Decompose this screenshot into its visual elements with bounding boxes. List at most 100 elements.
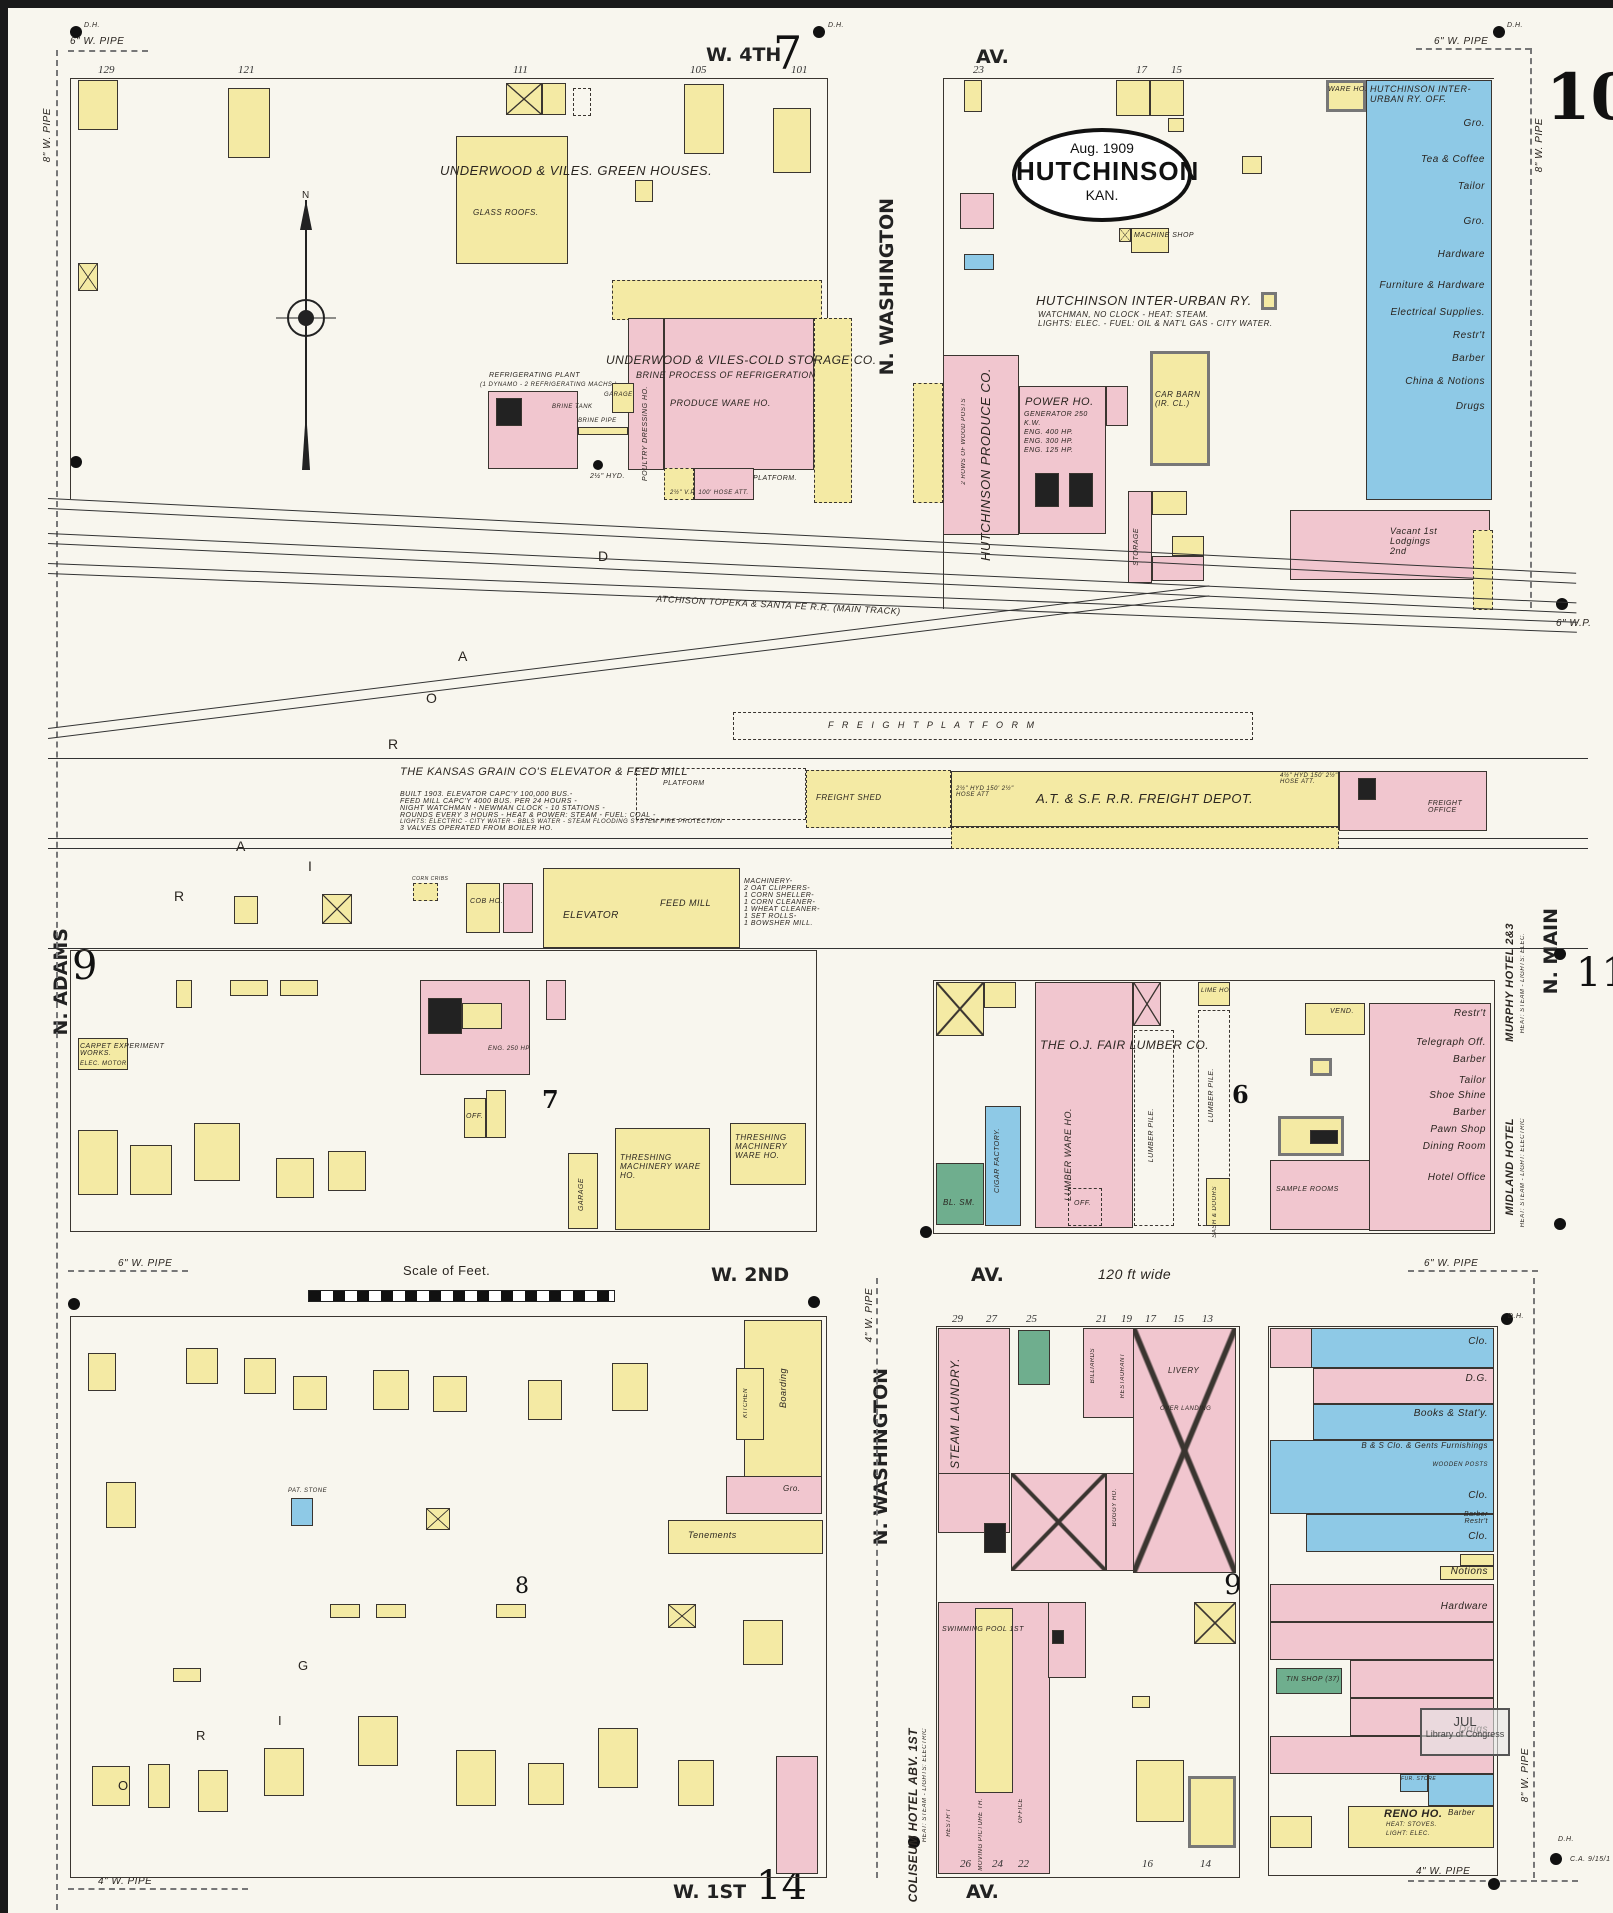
- label-blacksmith: BL. SM.: [943, 1198, 975, 1207]
- dwelling: [960, 193, 994, 229]
- railroad-letter: D: [598, 548, 609, 564]
- stove-icon: [1052, 1630, 1064, 1644]
- note-line: ROUNDS EVERY 3 HOURS - HEAT & POWER: STE…: [400, 812, 656, 819]
- scale-bar: [308, 1290, 615, 1302]
- shop-label: Tea & Coffee: [1420, 154, 1485, 165]
- clothing-store: [1270, 1584, 1494, 1622]
- railroad-letter: R: [388, 736, 399, 752]
- building: [330, 1604, 360, 1618]
- label-kansas-grain: THE KANSAS GRAIN CO'S ELEVATOR & FEED MI…: [400, 766, 688, 778]
- shop-label: Gro.: [1463, 216, 1485, 227]
- building: [1018, 1330, 1050, 1385]
- fur-store: [1400, 1774, 1428, 1792]
- shop-label: China & Notions: [1405, 376, 1485, 387]
- label-reno-hotel: RENO HO.: [1384, 1808, 1443, 1820]
- label-garage: GARAGE: [604, 392, 633, 398]
- title-date: Aug. 1909: [1070, 140, 1134, 156]
- label-grocery: Gro.: [783, 1484, 801, 1493]
- label-scale: Scale of Feet.: [403, 1263, 491, 1278]
- building: [964, 80, 982, 112]
- machinery-item: 1 CORN SHELLER-: [744, 892, 815, 899]
- block-number-9-right: 9: [1224, 1568, 1242, 1601]
- sheet-number: 10: [1546, 60, 1613, 135]
- label-platform: PLATFORM.: [753, 475, 798, 482]
- railroad-letter: O: [426, 690, 438, 706]
- label-reno-note2: LIGHT: ELEC.: [1386, 1831, 1430, 1837]
- dwelling: [456, 1750, 496, 1806]
- machinery-item: 1 SET ROLLS-: [744, 913, 797, 920]
- railroad-letter: A: [236, 838, 246, 854]
- label-brine-process: BRINE PROCESS OF REFRIGERATION: [636, 370, 816, 380]
- building-crossed: [668, 1604, 696, 1628]
- shop-label: Restr't: [1453, 1008, 1486, 1019]
- label-tenements: Tenements: [688, 1530, 737, 1540]
- hydrant-icon: [70, 26, 82, 38]
- shop-label: WOODEN POSTS: [1432, 1462, 1488, 1468]
- dwelling: [598, 1728, 638, 1788]
- railroad-letter: A: [458, 648, 468, 664]
- scales: [573, 88, 591, 116]
- label-buggy-house: BUGGY HO.: [1112, 1488, 1118, 1527]
- shop-label: Telegraph Off.: [1415, 1037, 1486, 1048]
- cold-storage-building: [664, 318, 814, 470]
- label-cigar-factory: CIGAR FACTORY.: [994, 1128, 1001, 1193]
- dwelling: [1136, 1760, 1184, 1822]
- shop-label: Tailor: [1457, 181, 1485, 192]
- label-fur-store: FUR. STORE: [1401, 1776, 1437, 1782]
- label-interurban-note1: WATCHMAN, NO CLOCK - HEAT: STEAM.: [1038, 310, 1209, 319]
- label-moving-pictures: MOVING PICTURE TH.: [978, 1798, 984, 1871]
- boiler-icon: [984, 1523, 1006, 1553]
- dwelling: [78, 80, 118, 130]
- building: [230, 980, 268, 996]
- lumber-pile: [1134, 1030, 1174, 1226]
- shop-list-upper: Gro. Tea & Coffee Tailor Gro. Hardware F…: [1373, 118, 1485, 412]
- elevator-building: [543, 868, 740, 948]
- building: [462, 1003, 502, 1029]
- dwelling: [106, 1482, 136, 1528]
- street-av-top: AV.: [976, 46, 1009, 68]
- label-restr: RESTR'T: [946, 1808, 952, 1837]
- label-platform: PLATFORM: [663, 780, 705, 787]
- dwelling: [773, 108, 811, 173]
- threshing-warehouse-2: [730, 1123, 806, 1185]
- building: [503, 883, 533, 933]
- label-main-track: ATCHISON TOPEKA & SANTA FE R.R. (MAIN TR…: [655, 593, 901, 617]
- dwelling: [612, 1363, 648, 1411]
- label-freight-platform: F R E I G H T P L A T F O R M: [828, 720, 1038, 730]
- dwelling: [130, 1145, 172, 1195]
- label-livery: LIVERY: [1168, 1366, 1200, 1375]
- hydrant-icon: [1554, 1218, 1566, 1230]
- label-cob-house: COB HO.: [470, 898, 504, 905]
- hotel-row: [1369, 1003, 1491, 1231]
- water-pipe-left-vertical: [56, 50, 58, 1910]
- stove-icon: [1358, 778, 1376, 800]
- label-cold-storage: UNDERWOOD & VILES-COLD STORAGE CO.: [606, 353, 877, 367]
- label-lumber-pile-2: LUMBER PILE.: [1208, 1068, 1215, 1123]
- dwelling: [244, 1358, 276, 1394]
- label-brine-tank: BRINE TANK: [552, 404, 593, 410]
- dwelling: [228, 88, 270, 158]
- label-ware-ho: WARE HO. (IR. CL.): [1328, 86, 1401, 93]
- label-threshing-1: THRESHING MACHINERY WARE HO.: [620, 1153, 701, 1180]
- building: [1168, 118, 1184, 132]
- label-elevator: ELEVATOR: [563, 910, 619, 921]
- kansas-grain-notes: BUILT 1903. ELEVATOR CAPC'Y 100,000 BUS.…: [400, 791, 722, 832]
- office: [464, 1098, 486, 1138]
- block-number-7: 7: [542, 1085, 559, 1114]
- label-lumber-co: THE O.J. FAIR LUMBER CO.: [1040, 1038, 1210, 1052]
- drug-store: [1428, 1774, 1494, 1806]
- label-midland-note: HEAT: STEAM - LIGHT: ELECTRIC: [1520, 1118, 1526, 1228]
- building: [546, 980, 566, 1020]
- dwelling: [186, 1348, 218, 1384]
- water-pipe-mid-left: [68, 1270, 188, 1272]
- kitchen: [736, 1368, 764, 1440]
- rail-track: [48, 758, 1588, 759]
- lumber-warehouse: [1035, 982, 1133, 1228]
- blacksmith: [936, 1163, 984, 1225]
- dwelling: [358, 1716, 398, 1766]
- shop-label: Barber: [1463, 1511, 1488, 1518]
- label-power-ho: POWER HO.: [1025, 396, 1094, 408]
- label-dh: D.H.: [84, 22, 100, 29]
- label-rows-posts: 2 ROWS OF WOOD POSTS: [961, 398, 967, 485]
- label-sample-rooms: SAMPLE ROOMS: [1276, 1186, 1339, 1193]
